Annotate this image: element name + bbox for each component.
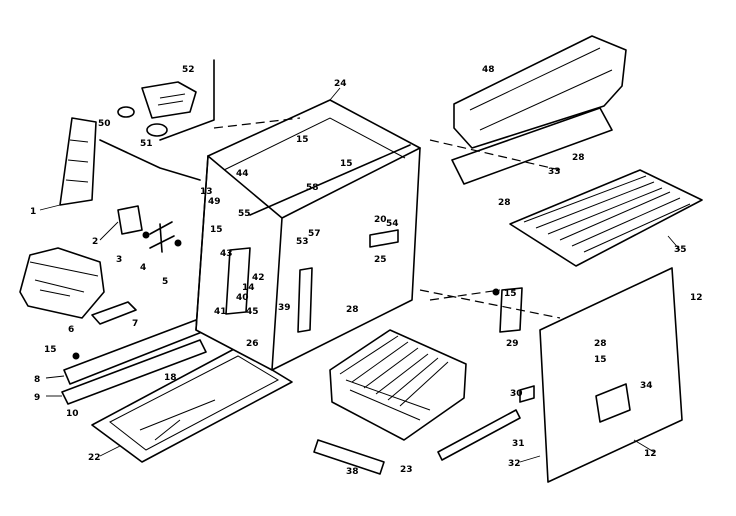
label-13: 13 bbox=[200, 187, 213, 197]
callout-labels: 52 50 51 1 2 3 4 5 6 7 15 8 9 10 22 18 2… bbox=[30, 65, 703, 477]
label-22: 22 bbox=[88, 453, 101, 463]
label-2: 2 bbox=[92, 237, 98, 247]
part-3-nut bbox=[142, 231, 150, 239]
label-39: 39 bbox=[278, 303, 291, 313]
label-15: 15 bbox=[504, 289, 517, 299]
label-30: 30 bbox=[510, 389, 523, 399]
label-48: 48 bbox=[482, 65, 495, 75]
label-12: 12 bbox=[644, 449, 657, 459]
part-35-shelf bbox=[509, 169, 703, 267]
label-15: 15 bbox=[44, 345, 57, 355]
label-57: 57 bbox=[308, 229, 321, 239]
label-28: 28 bbox=[498, 198, 511, 208]
label-6: 6 bbox=[68, 325, 74, 335]
part-7-rail bbox=[91, 301, 137, 325]
label-7: 7 bbox=[132, 319, 138, 329]
part-34-plate bbox=[595, 383, 631, 423]
label-28: 28 bbox=[594, 339, 607, 349]
label-33: 33 bbox=[548, 167, 561, 177]
label-23: 23 bbox=[400, 465, 413, 475]
upper-bracket-assembly bbox=[59, 59, 215, 206]
part-9-rail bbox=[61, 339, 207, 405]
part-58-track bbox=[249, 144, 411, 216]
label-20: 20 bbox=[374, 215, 387, 225]
label-5: 5 bbox=[162, 277, 168, 287]
label-4: 4 bbox=[140, 263, 146, 273]
part-1-housing bbox=[59, 117, 97, 206]
label-3: 3 bbox=[116, 255, 122, 265]
part-51-lens bbox=[146, 123, 168, 137]
part-5-screw bbox=[174, 239, 182, 247]
label-1: 1 bbox=[30, 207, 36, 217]
leader-lines bbox=[39, 87, 681, 463]
part-33-shroud bbox=[451, 107, 613, 185]
part-29-bracket bbox=[499, 287, 523, 333]
part-20-clip bbox=[369, 229, 399, 248]
label-26: 26 bbox=[246, 339, 259, 349]
label-8: 8 bbox=[34, 375, 40, 385]
part-50-bulb bbox=[117, 106, 135, 118]
label-9: 9 bbox=[34, 393, 40, 403]
part-14-bracket bbox=[225, 247, 251, 315]
label-12: 12 bbox=[690, 293, 703, 303]
label-31: 31 bbox=[512, 439, 525, 449]
label-42: 42 bbox=[252, 273, 265, 283]
label-52: 52 bbox=[182, 65, 195, 75]
label-43: 43 bbox=[220, 249, 233, 259]
label-28: 28 bbox=[346, 305, 359, 315]
part-32-side-panel bbox=[539, 267, 683, 483]
part-2-motor bbox=[117, 205, 143, 235]
label-29: 29 bbox=[506, 339, 519, 349]
label-58: 58 bbox=[306, 183, 319, 193]
label-15: 15 bbox=[594, 355, 607, 365]
label-18: 18 bbox=[164, 373, 177, 383]
part-48-evaporator-cover bbox=[451, 35, 627, 185]
label-15: 15 bbox=[296, 135, 309, 145]
label-28: 28 bbox=[572, 153, 585, 163]
label-53: 53 bbox=[296, 237, 309, 247]
label-44: 44 bbox=[236, 169, 249, 179]
label-10: 10 bbox=[66, 409, 79, 419]
part-38-rail bbox=[313, 439, 385, 475]
label-34: 34 bbox=[640, 381, 653, 391]
label-15: 15 bbox=[340, 159, 353, 169]
assembly-guide-lines bbox=[213, 117, 561, 319]
label-32: 32 bbox=[508, 459, 521, 469]
label-14: 14 bbox=[242, 283, 255, 293]
label-45: 45 bbox=[246, 307, 259, 317]
label-25: 25 bbox=[374, 255, 387, 265]
label-38: 38 bbox=[346, 467, 359, 477]
label-40: 40 bbox=[236, 293, 249, 303]
part-22-tray bbox=[91, 347, 293, 463]
label-50: 50 bbox=[98, 119, 111, 129]
part-52-cover bbox=[141, 81, 197, 119]
part-24-liner bbox=[195, 99, 421, 371]
label-15: 15 bbox=[210, 225, 223, 235]
lower-rail-assembly bbox=[61, 319, 293, 463]
label-54: 54 bbox=[386, 219, 399, 229]
label-51: 51 bbox=[140, 139, 153, 149]
label-41: 41 bbox=[214, 307, 227, 317]
part-31-rail bbox=[437, 409, 521, 461]
part-30-switch bbox=[519, 385, 535, 403]
label-24: 24 bbox=[334, 79, 347, 89]
label-55: 55 bbox=[238, 209, 251, 219]
part-4-fan-blade bbox=[149, 221, 175, 253]
label-35: 35 bbox=[674, 245, 687, 255]
part-6-crisper-pan bbox=[19, 247, 137, 325]
fan-motor-assembly bbox=[117, 205, 182, 253]
label-49: 49 bbox=[208, 197, 221, 207]
part-23-basket bbox=[329, 329, 467, 441]
part-39-rail bbox=[297, 267, 313, 333]
